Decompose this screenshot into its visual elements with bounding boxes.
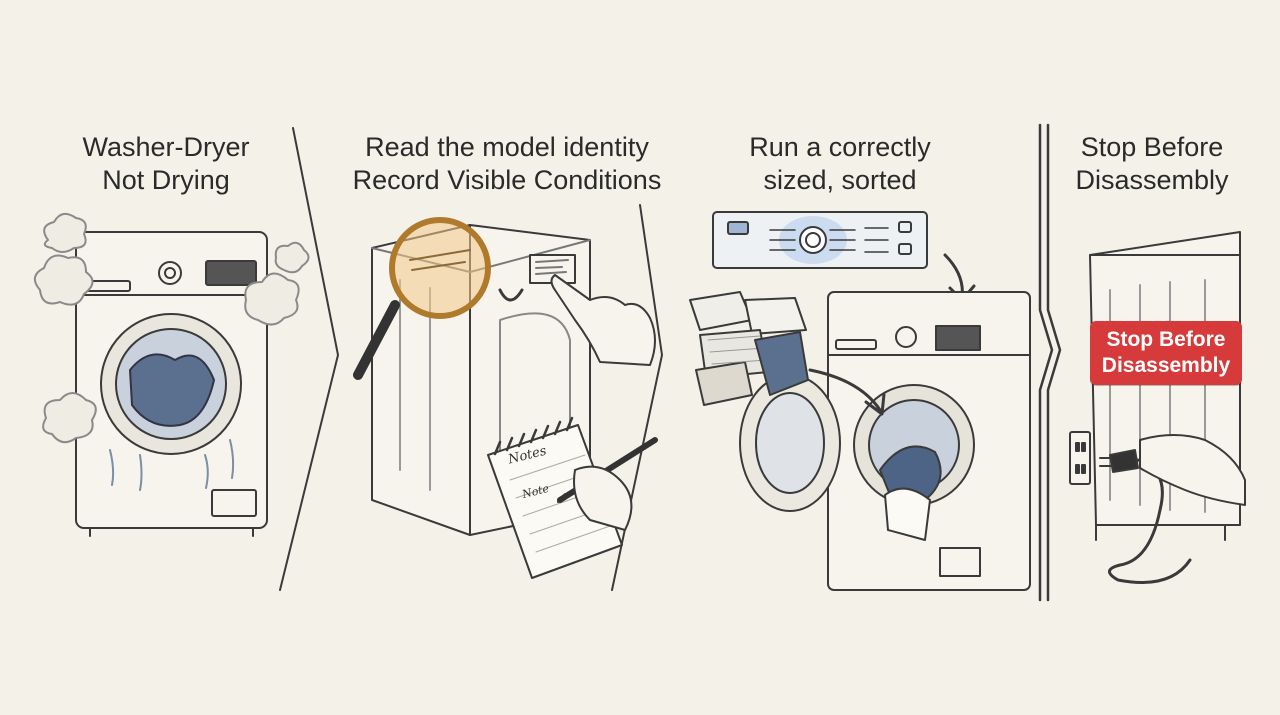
badge-line-2: Disassembly [1101, 354, 1231, 377]
panel-1-title-line-1: Washer-Dryer [82, 132, 250, 162]
panel-2-title: Read the model identity Record Visible C… [342, 131, 672, 197]
notepad-icon [487, 416, 623, 579]
panel-3-title: Run a correctly sized, sorted [720, 131, 960, 197]
pencil-icon [557, 437, 658, 531]
stop-before-disassembly-badge: Stop Before Disassembly [1090, 321, 1242, 385]
load-arrow-icon [808, 368, 882, 412]
divider-2 [611, 204, 663, 591]
panel-4-title-line-2: Disassembly [1075, 165, 1229, 195]
pointing-hand-icon [550, 274, 656, 366]
clothes-stack-icon [689, 291, 942, 541]
panel-2-title-line-2: Record Visible Conditions [352, 165, 662, 195]
panel-1-title-line-2: Not Drying [102, 165, 230, 195]
badge-line-1: Stop Before [1106, 328, 1226, 351]
steam-puff-icon [33, 212, 310, 444]
panel-3-title-line-1: Run a correctly [749, 132, 931, 162]
wall-outlet-icon [1069, 431, 1091, 485]
power-plug-icon [1099, 434, 1246, 584]
divider-3 [1038, 123, 1062, 602]
washer-open-door-icon [739, 291, 1031, 591]
panel-3-title-line-2: sized, sorted [763, 165, 917, 195]
washer-dryer-icon [75, 231, 268, 537]
magnifying-glass-icon [353, 217, 491, 380]
panel-1-title: Washer-Dryer Not Drying [66, 131, 266, 197]
divider-1 [279, 127, 339, 591]
panel-2-title-line-1: Read the model identity [365, 132, 649, 162]
panel-4-title: Stop Before Disassembly [1062, 131, 1242, 197]
control-panel-icon [712, 211, 928, 269]
panel-4-title-line-1: Stop Before [1080, 132, 1224, 162]
